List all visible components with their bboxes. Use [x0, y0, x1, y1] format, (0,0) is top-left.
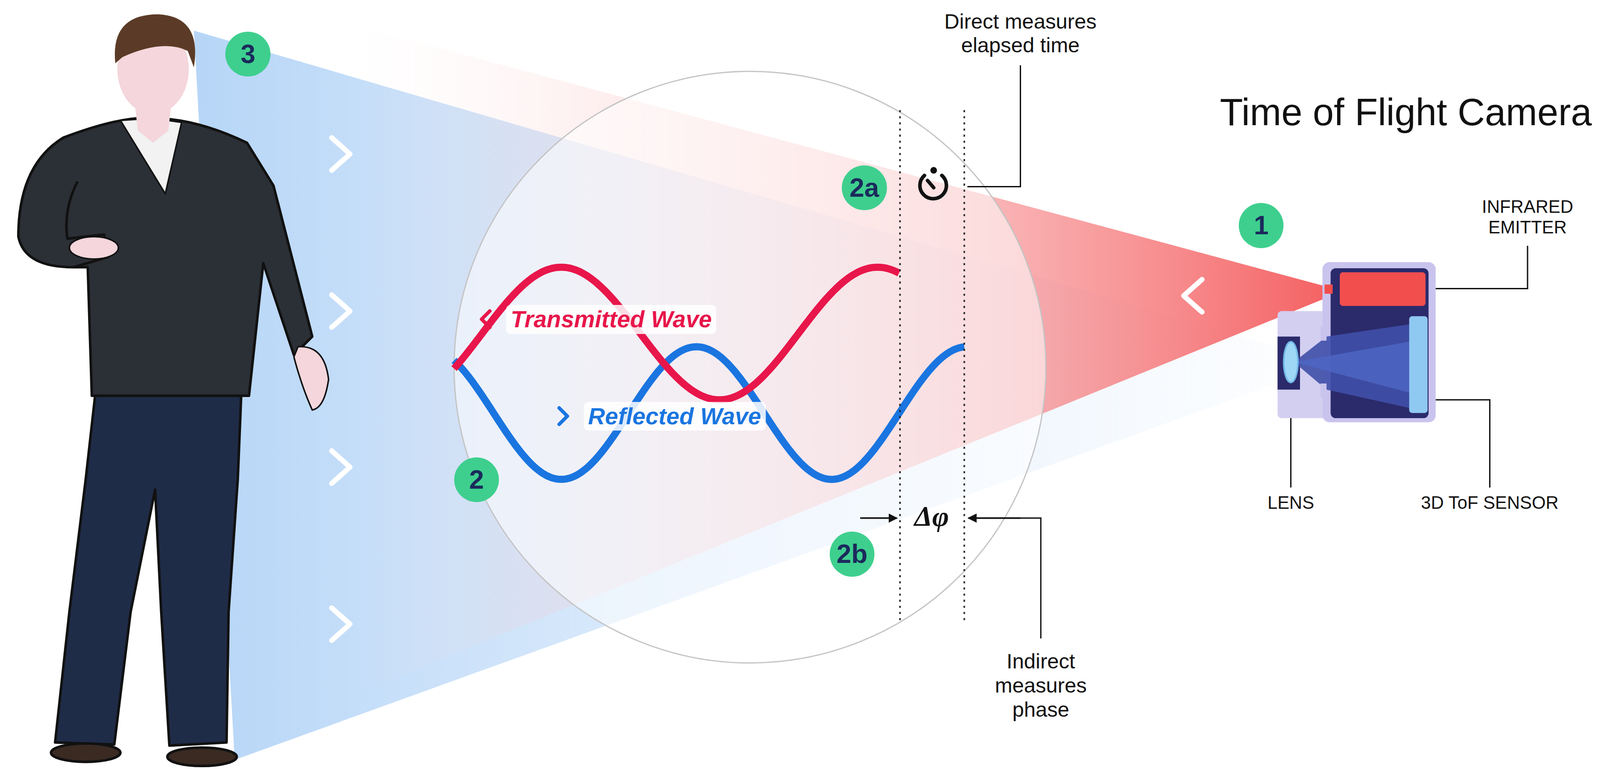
- tof-camera: [1320, 326, 1327, 341]
- stopwatch-icon: [927, 180, 934, 188]
- leader-lines: [967, 65, 1528, 639]
- zoom-circle: [454, 71, 1047, 663]
- person-figure: [18, 14, 329, 766]
- direction-chevrons: [331, 137, 1203, 641]
- diagram-title: Time of Flight Camera: [1220, 90, 1592, 135]
- annotation-text: Direct measures elapsed time: [925, 9, 1115, 59]
- part-label: 3D ToF SENSOR: [1421, 492, 1559, 514]
- tof-camera: [1409, 316, 1428, 414]
- wave-label: Reflected Wave: [583, 401, 766, 431]
- person-figure: [114, 14, 196, 68]
- phase-arrows: [860, 517, 897, 519]
- person-figure: [54, 379, 242, 746]
- direction-chevrons: [331, 607, 351, 641]
- tof-camera: [1283, 341, 1298, 383]
- person-figure: [50, 743, 121, 762]
- leader-lines: [1426, 245, 1528, 289]
- tof-camera: [1324, 284, 1333, 294]
- annotation-text: Indirect measures phase: [979, 649, 1102, 722]
- dotted-guides: [899, 109, 965, 625]
- stopwatch-icon: [932, 168, 936, 173]
- light-beams: [194, 28, 1327, 760]
- dotted-guides: [899, 109, 901, 625]
- tof-camera: [1293, 341, 1410, 393]
- callout-number: 2a: [841, 165, 887, 211]
- direction-chevrons: [331, 137, 351, 171]
- leader-lines: [971, 518, 1041, 639]
- person-figure: [18, 118, 313, 396]
- person-figure: [293, 346, 329, 410]
- wave-label: Transmitted Wave: [506, 304, 717, 334]
- direction-chevrons: [559, 407, 568, 424]
- leader-lines: [967, 65, 1021, 187]
- direction-chevrons: [331, 294, 351, 328]
- phase-arrows: [968, 517, 1021, 519]
- waves: [454, 267, 965, 480]
- part-label: INFRARED EMITTER: [1461, 196, 1595, 238]
- stopwatch-icon: [920, 168, 947, 199]
- tof-camera: [1339, 272, 1426, 306]
- callout-number: 3: [225, 31, 271, 77]
- direction-chevrons: [1183, 279, 1203, 313]
- tof-camera: [1277, 261, 1436, 423]
- direction-chevrons: [481, 311, 490, 328]
- callout-number: 2: [454, 457, 499, 503]
- transmitted-wave: [454, 267, 900, 401]
- tof-camera: [1277, 336, 1301, 390]
- callout-number: 2b: [829, 531, 875, 577]
- person-figure: [167, 747, 237, 766]
- tof-camera: [1320, 383, 1327, 398]
- direction-chevrons: [331, 450, 351, 484]
- stopwatch-icon: [920, 175, 947, 199]
- tof-camera: [1293, 324, 1410, 408]
- phase-symbol: Δφ: [914, 499, 949, 533]
- leader-lines: [1428, 399, 1491, 488]
- direction-chevrons: [331, 137, 1203, 641]
- reflected-wave: [454, 346, 965, 480]
- part-label: LENS: [1267, 492, 1314, 514]
- dotted-guides: [963, 109, 965, 625]
- person-figure: [69, 236, 119, 259]
- callout-number: 1: [1238, 202, 1284, 248]
- light-beams: [306, 28, 1327, 714]
